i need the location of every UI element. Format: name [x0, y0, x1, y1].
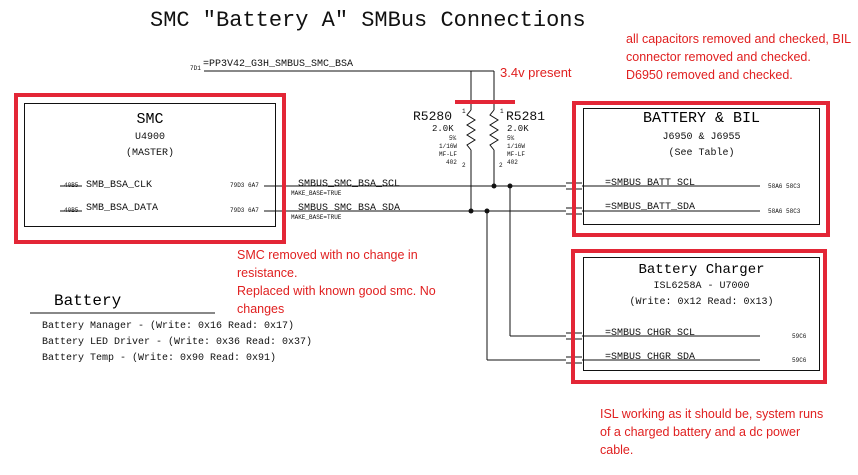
- battery-bil-note: (See Table): [668, 148, 735, 159]
- smc-data-left-ref: 40B5: [64, 207, 79, 214]
- smc-clk-pin: SMB_BSA_CLK: [86, 180, 153, 191]
- charger-highlight: [571, 249, 827, 384]
- smc-ref: U4900: [134, 132, 165, 143]
- voltage-annotation: 3.4v present: [500, 65, 572, 80]
- resistor-r5280-tol: 5%: [449, 135, 457, 142]
- resistor-r5281-value: 2.0K: [507, 124, 529, 134]
- resistor-r5280-name: R5280: [413, 109, 453, 124]
- battery-bil-title: BATTERY & BIL: [642, 110, 761, 127]
- net-scl-name: SMBUS_SMC_BSA_SCL: [298, 179, 401, 190]
- annotation-isl: ISL working as it should be, system runs…: [600, 407, 824, 457]
- annotation-smc-line: Replaced with known good smc. No changes: [237, 284, 436, 316]
- smc-chip: [24, 103, 276, 227]
- annotation-smc: SMC removed with no change in resistance…: [237, 246, 467, 318]
- smc-data-right-ref: 79D3 6A7: [230, 207, 259, 214]
- power-net-ref: 7D1: [190, 65, 201, 72]
- resistor-r5280-pin-bot: 2: [462, 162, 466, 169]
- resistor-r5281-pkg: 402: [507, 159, 518, 166]
- resistor-r5280-type: MF-LF: [439, 151, 458, 158]
- battery-bil-highlight: [572, 101, 830, 237]
- net-scl-attr: MAKE_BASE=TRUE: [291, 190, 342, 197]
- battery-table-title: Battery: [54, 292, 122, 310]
- smc-clk-left-ref: 40B5: [64, 182, 79, 189]
- resistor-r5281-power: 1/16W: [507, 143, 526, 150]
- port-chgr-sda-ref: 59C6: [792, 357, 807, 364]
- resistor-r5281-type: MF-LF: [507, 151, 526, 158]
- charger-title: Battery Charger: [638, 262, 765, 278]
- battery-table-row: Battery Manager - (Write: 0x16 Read: 0x1…: [42, 321, 295, 332]
- smc-data-pin: SMB_BSA_DATA: [86, 203, 159, 214]
- power-net-label: =PP3V42_G3H_SMBUS_SMC_BSA: [203, 59, 354, 70]
- resistor-r5281-pin-top: 1: [500, 108, 504, 115]
- port-chgr-sda: =SMBUS_CHGR_SDA: [605, 352, 696, 363]
- smc-highlight: [14, 93, 286, 244]
- port-batt-scl-ref: 58A6 58C3: [768, 183, 801, 190]
- resistor-r5281-pin-bot: 2: [499, 162, 503, 169]
- annotation-top-right: all capacitors removed and checked, BIL …: [626, 30, 854, 84]
- smc-title: SMC: [136, 111, 164, 128]
- port-batt-sda-ref: 58A6 58C3: [768, 208, 801, 215]
- net-sda-name: SMBUS_SMC_BSA_SDA: [298, 203, 401, 214]
- battery-bil-connector: [583, 108, 820, 225]
- port-chgr-scl-ref: 59C6: [792, 333, 807, 340]
- charger-part: ISL6258A - U7000: [653, 281, 750, 292]
- smc-role: (MASTER): [125, 148, 174, 159]
- smc-clk-right-ref: 79D3 6A7: [230, 182, 259, 189]
- battery-bil-refs: J6950 & J6955: [662, 132, 741, 143]
- resistor-r5281-name: R5281: [506, 109, 546, 124]
- port-batt-sda: =SMBUS_BATT_SDA: [605, 202, 696, 213]
- charger-address: (Write: 0x12 Read: 0x13): [629, 297, 774, 308]
- resistor-r5280-pin-top: 1: [462, 108, 466, 115]
- resistor-r5280-pkg: 402: [446, 159, 457, 166]
- annotation-top-right-line: D6950 removed and checked.: [626, 68, 793, 82]
- resistor-r5280-value: 2.0K: [432, 124, 454, 134]
- charger-chip: [583, 257, 820, 371]
- page-title: SMC "Battery A" SMBus Connections: [150, 8, 586, 33]
- annotation-smc-line: SMC removed with no change in resistance…: [237, 248, 418, 280]
- net-sda-attr: MAKE_BASE=TRUE: [291, 214, 342, 221]
- annotation-top-right-line: all capacitors removed and checked, BIL …: [626, 32, 851, 64]
- battery-table-row: Battery LED Driver - (Write: 0x36 Read: …: [42, 337, 313, 348]
- battery-table-row: Battery Temp - (Write: 0x90 Read: 0x91): [42, 353, 277, 364]
- resistor-r5280-power: 1/16W: [439, 143, 458, 150]
- port-batt-scl: =SMBUS_BATT_SCL: [605, 178, 696, 189]
- port-chgr-scl: =SMBUS_CHGR_SCL: [605, 328, 696, 339]
- resistor-r5281-tol: 5%: [507, 135, 515, 142]
